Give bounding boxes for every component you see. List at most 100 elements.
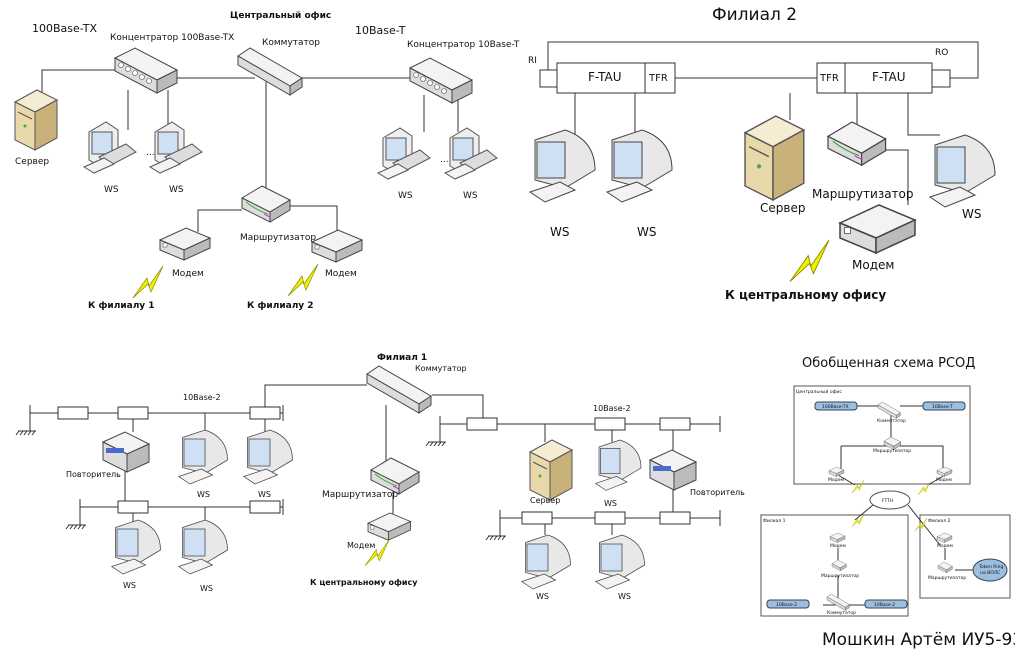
ws-label: WS xyxy=(169,185,184,195)
modem-icon xyxy=(367,512,411,541)
monitor-icon xyxy=(178,429,228,485)
mini-switch-label: Коммутатор xyxy=(877,418,906,424)
mini-router-label: Маршрутизатор xyxy=(873,448,911,454)
monitor-icon xyxy=(521,534,571,590)
filial-1-title: Филиал 1 xyxy=(377,353,427,363)
mini-filial2-label: Филиал 2 xyxy=(928,518,951,524)
server-label: Сервер xyxy=(760,201,805,215)
ftth-cloud-icon xyxy=(869,490,911,510)
mini-router-label: Маршрутизатор xyxy=(928,575,966,581)
to-central-label: К центральному офису xyxy=(310,578,418,587)
switch-label: Коммутатор xyxy=(415,364,467,373)
monitor-icon xyxy=(111,519,161,575)
mini-seg-10: 10Base-T xyxy=(932,404,953,410)
ro-label: RO xyxy=(935,48,948,58)
hub-10base-t-icon xyxy=(409,57,473,104)
lightning-icon xyxy=(287,263,319,297)
lightning-icon xyxy=(789,239,830,283)
ws-label: WS xyxy=(398,191,413,201)
ellipsis: ... xyxy=(440,155,449,165)
switch-icon xyxy=(366,365,432,414)
token-ring-label: на ВОЛС xyxy=(980,570,1000,576)
mini-modem-label: Модем xyxy=(830,543,846,549)
hub-100-label: Концентратор 100Base-TX xyxy=(110,33,234,43)
filial-2: Филиал 2 RI RO F-TAU TFR TFR F-TAU WS WS… xyxy=(528,5,996,302)
ws-label: WS xyxy=(123,581,136,590)
tfr-label: TFR xyxy=(648,73,668,84)
modem-icon xyxy=(159,227,211,261)
modem-icon xyxy=(839,204,916,254)
switch-label: Коммутатор xyxy=(262,38,320,48)
ground-icon xyxy=(425,431,447,447)
token-ring-label: Token Ring xyxy=(978,564,1003,570)
monitor-icon xyxy=(529,129,596,203)
ws-label: WS xyxy=(197,490,210,499)
to-central-label: К центральному офису xyxy=(725,288,886,302)
modem-label: Модем xyxy=(852,258,894,272)
hub-10-label: Концентратор 10Base-T xyxy=(407,40,520,50)
ws-label: WS xyxy=(200,584,213,593)
tfr-box xyxy=(644,62,676,94)
ws-label: WS xyxy=(463,191,478,201)
ftau-label: F-TAU xyxy=(588,70,622,84)
ftau-box xyxy=(556,62,646,94)
workstation-icon xyxy=(444,127,498,180)
mini-central-label: Центральный офис xyxy=(796,388,842,395)
segment-label: 10Base-2 xyxy=(593,404,631,413)
monitor-icon xyxy=(929,134,996,208)
workstation-icon xyxy=(377,127,431,180)
central-title: Центральный офис xyxy=(230,11,331,21)
repeater-icon xyxy=(102,431,150,473)
ground-icon xyxy=(15,420,37,436)
central-office: Центральный офис 100Base-TX 10Base-T Кон… xyxy=(14,11,520,311)
server-icon xyxy=(529,439,573,501)
modem-label: Модем xyxy=(325,269,357,279)
server-icon xyxy=(14,89,58,151)
mini-seg-2: 10Base-2 xyxy=(874,602,895,608)
repeater-label: Повторитель xyxy=(66,470,121,479)
server-label: Сервер xyxy=(530,496,560,505)
modem-label: Модем xyxy=(347,541,375,550)
mini-seg-2: 10Base-2 xyxy=(776,602,797,608)
ftau-box xyxy=(844,62,933,94)
ws-label: WS xyxy=(962,207,981,221)
router-label: Маршрутизатор xyxy=(322,490,398,500)
author-label: Мошкин Артём ИУ5-93 xyxy=(822,630,1015,650)
monitor-icon xyxy=(595,439,642,491)
router-label: Маршрутизатор xyxy=(240,233,316,243)
filial2-box xyxy=(919,514,1011,599)
to-filial-2-label: К филиалу 2 xyxy=(247,301,314,311)
router-icon xyxy=(241,185,291,223)
summary-scheme: Обобщенная схема РСОД Центральный офис Ф… xyxy=(760,356,1011,617)
tfr-box xyxy=(816,62,846,94)
segment-label: 10Base-2 xyxy=(183,393,221,402)
server-label: Сервер xyxy=(15,157,49,167)
mini-modem-label: Модем xyxy=(937,543,953,549)
ri-label: RI xyxy=(528,56,537,66)
summary-title: Обобщенная схема РСОД xyxy=(802,356,975,371)
modem-label: Модем xyxy=(172,269,204,279)
filial-1: Филиал 1 Коммутатор 10Base-2 10Base-2 По… xyxy=(15,353,745,601)
router-icon xyxy=(827,121,887,166)
monitor-icon xyxy=(178,519,228,575)
mini-switch-label: Коммутатор xyxy=(827,610,856,616)
segment-10base-t: 10Base-T xyxy=(355,24,406,37)
hub-100base-tx-icon xyxy=(114,47,178,94)
mini-router-label: Маршрутизатор xyxy=(821,573,859,579)
ws-label: WS xyxy=(104,185,119,195)
ws-label: WS xyxy=(637,225,656,239)
modem-icon xyxy=(311,229,363,263)
ws-label: WS xyxy=(536,592,549,601)
ws-label: WS xyxy=(258,490,271,499)
router-label: Маршрутизатор xyxy=(812,187,914,201)
repeater-icon xyxy=(649,449,697,491)
ellipsis: ... xyxy=(146,148,155,158)
switch-icon xyxy=(237,47,303,96)
repeater-label: Повторитель xyxy=(690,488,745,497)
tfr-label: TFR xyxy=(819,73,839,84)
mini-modem-label: Модем xyxy=(828,477,844,483)
ground-icon xyxy=(65,514,87,530)
workstation-icon xyxy=(149,121,203,174)
router-icon xyxy=(370,457,420,495)
